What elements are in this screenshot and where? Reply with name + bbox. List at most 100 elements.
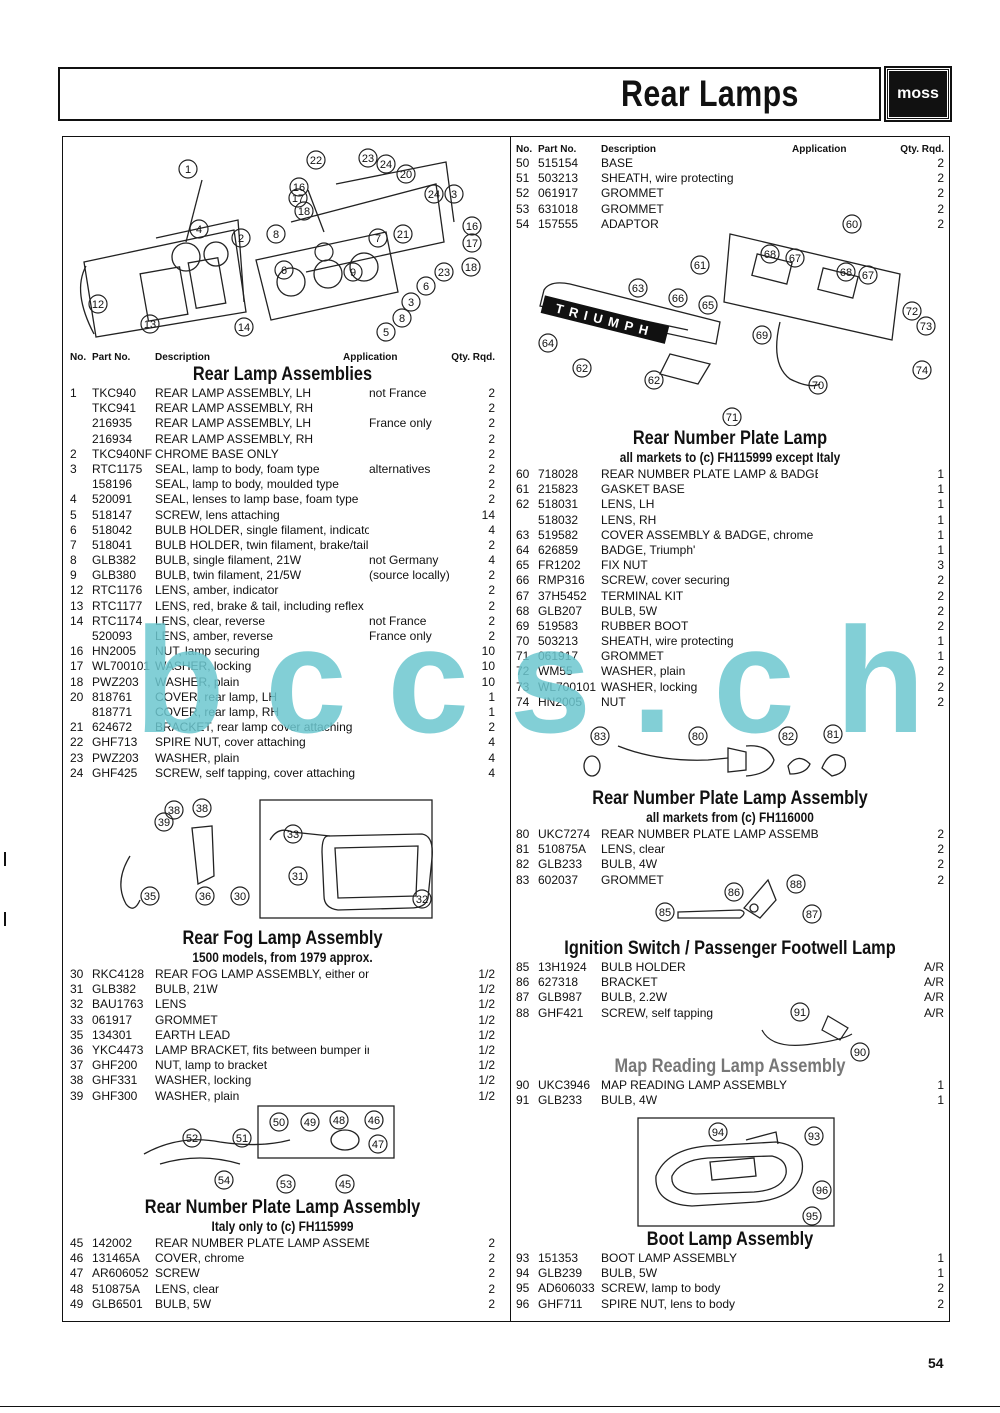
item-number: 70 bbox=[516, 634, 530, 649]
part-number: 515154 bbox=[538, 156, 579, 170]
callout-label: 49 bbox=[304, 1117, 316, 1129]
application: France only bbox=[369, 416, 432, 431]
quantity: 2 bbox=[488, 446, 495, 461]
item-number: 73 bbox=[516, 679, 530, 694]
quantity: 4 bbox=[488, 553, 495, 568]
part-number: TKC940NF bbox=[92, 446, 153, 461]
fog-lamp-diagram: 38 38 39 33 31 32 30 36 35 bbox=[100, 796, 440, 922]
part-description: LENS, amber, reverse bbox=[155, 629, 274, 643]
item-number: 3 bbox=[70, 461, 77, 476]
quantity: 1 bbox=[937, 1093, 944, 1108]
callout-label: 39 bbox=[158, 817, 170, 829]
part-number: AR606052 bbox=[92, 1266, 149, 1281]
part-number: 518042 bbox=[92, 522, 133, 537]
italy-continued-section: No. Part No. Description Application Qty… bbox=[516, 142, 944, 232]
callout-label: 61 bbox=[694, 260, 706, 272]
part-description: SPIRE NUT, cover attaching bbox=[155, 735, 306, 750]
application bbox=[818, 695, 920, 710]
item-number: 49 bbox=[70, 1296, 84, 1311]
item-number: 67 bbox=[516, 588, 530, 603]
quantity: 2 bbox=[488, 1236, 495, 1250]
application bbox=[369, 967, 471, 982]
rear-lamp-assemblies-section: No. Part No. Description Application Qty… bbox=[70, 350, 495, 781]
part-number: YKC4473 bbox=[92, 1042, 144, 1057]
quantity: 2 bbox=[488, 1251, 495, 1266]
quantity: 2 bbox=[937, 201, 944, 216]
application bbox=[369, 1251, 471, 1266]
number-plate-assembly-section: Rear Number Plate Lamp Assembly all mark… bbox=[516, 788, 944, 888]
application bbox=[369, 538, 471, 553]
part-number: RMP316 bbox=[538, 573, 585, 588]
part-number: 519582 bbox=[538, 527, 579, 542]
callout-label: 68 bbox=[840, 267, 852, 279]
application bbox=[818, 171, 920, 186]
col-app: Application bbox=[343, 351, 398, 363]
quantity: 4 bbox=[488, 522, 495, 537]
part-number: 518031 bbox=[538, 497, 579, 512]
part-number: BAU1763 bbox=[92, 997, 144, 1012]
callout-label: 53 bbox=[280, 1179, 292, 1191]
section-title: Rear Number Plate Lamp Assembly bbox=[144, 1197, 421, 1218]
col-part: Part No. bbox=[92, 351, 131, 363]
callout-label: 51 bbox=[236, 1133, 248, 1145]
callout-label: 87 bbox=[806, 909, 818, 921]
col-qty: Qty. Rqd. bbox=[900, 143, 944, 155]
part-number: WM55 bbox=[538, 664, 573, 679]
callout-label: 66 bbox=[672, 293, 684, 305]
part-description: GROMMET bbox=[601, 201, 664, 216]
application bbox=[818, 1266, 920, 1281]
part-description: BOOT LAMP ASSEMBLY bbox=[601, 1251, 738, 1265]
catalogue-frame bbox=[62, 136, 950, 1322]
part-number: TKC941 bbox=[92, 401, 137, 416]
application bbox=[818, 573, 920, 588]
callout-label: 18 bbox=[298, 206, 310, 218]
application bbox=[818, 975, 920, 990]
callout-label: 74 bbox=[916, 365, 928, 377]
application bbox=[369, 492, 471, 507]
application bbox=[369, 1236, 471, 1251]
part-number: GLB207 bbox=[538, 603, 583, 618]
item-number bbox=[70, 705, 92, 720]
quantity: 2 bbox=[488, 568, 495, 583]
quantity: 2 bbox=[488, 416, 495, 431]
part-number: RKC4128 bbox=[92, 967, 145, 981]
part-description: REAR FOG LAMP ASSEMBLY, either one or tw… bbox=[155, 967, 369, 981]
callout-label: 52 bbox=[186, 1133, 198, 1145]
part-description: REAR LAMP ASSEMBLY, RH bbox=[155, 431, 314, 446]
callout-label: 81 bbox=[827, 729, 839, 741]
part-number: 142002 bbox=[92, 1236, 133, 1250]
item-number: 93 bbox=[516, 1251, 530, 1265]
col-app: Application bbox=[792, 143, 847, 155]
item-number: 54 bbox=[516, 216, 530, 231]
callout-label: 70 bbox=[812, 380, 824, 392]
callout-label: 31 bbox=[292, 871, 304, 883]
application bbox=[818, 857, 920, 872]
part-number: GHF713 bbox=[92, 735, 138, 750]
callout-label: 14 bbox=[238, 322, 250, 334]
part-description: SCREW, self tapping, cover attaching bbox=[155, 765, 356, 780]
callout-label: 7 bbox=[375, 233, 381, 245]
bottom-rule bbox=[0, 1406, 1000, 1407]
item-number: 51 bbox=[516, 171, 530, 186]
callout-label: 47 bbox=[372, 1139, 384, 1151]
callout-label: 5 bbox=[383, 327, 389, 339]
part-description: SCREW bbox=[155, 1266, 200, 1281]
part-description: COVER, chrome bbox=[155, 1251, 245, 1266]
